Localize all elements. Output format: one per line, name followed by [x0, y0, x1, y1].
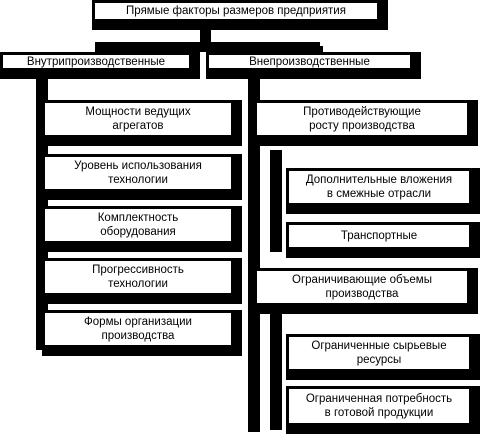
left-item-label: Комплектность оборудования [97, 212, 179, 238]
left-branch-node: Внутрипроизводственные [0, 52, 200, 79]
right-subitem-node: Дополнительные вложения в смежные отрасл… [286, 168, 480, 214]
right-subitem-label: Дополнительные вложения в смежные отрасл… [305, 174, 453, 200]
root-label: Прямые факторы размеров предприятия [126, 5, 346, 17]
connector-root-down [200, 26, 211, 46]
right-subitem-label: Транспортные [340, 230, 418, 242]
left-item-label: Формы организации производства [84, 316, 192, 342]
right-subitem-node: Ограниченная потребность в готовой проду… [286, 386, 480, 434]
left-item-label: Прогрессивность технологии [92, 264, 184, 290]
right-group-node: Ограничивающие объемы производства [254, 268, 478, 314]
connector-right-subspine-1 [270, 150, 282, 252]
right-group-label: Противодействующие росту производства [303, 106, 421, 132]
left-item-label: Мощности ведущих агрегатов [85, 106, 191, 132]
right-subitem-node: Ограниченные сырьевые ресурсы [286, 334, 480, 380]
root-node: Прямые факторы размеров предприятия [92, 0, 388, 30]
right-group-label: Ограничивающие объемы производства [292, 274, 432, 300]
connector-right-spine [248, 75, 260, 432]
left-item-node: Мощности ведущих агрегатов [42, 100, 242, 146]
right-subitem-node: Транспортные [286, 222, 480, 258]
left-item-node: Уровень использования технологии [42, 154, 242, 200]
right-branch-label: Внепроизводственные [249, 55, 370, 68]
connector-right-subspine-2 [270, 310, 282, 430]
left-item-node: Прогрессивность технологии [42, 258, 242, 304]
left-item-node: Комплектность оборудования [42, 206, 242, 252]
left-branch-label: Внутрипроизводственные [26, 55, 166, 68]
left-item-node: Формы организации производства [42, 310, 242, 356]
right-subitem-label: Ограниченные сырьевые ресурсы [311, 340, 447, 366]
right-group-node: Противодействующие росту производства [254, 100, 478, 146]
right-branch-node: Внепроизводственные [206, 52, 421, 79]
connector-horizontal [95, 42, 320, 52]
left-item-label: Уровень использования технологии [74, 160, 202, 186]
right-subitem-label: Ограниченная потребность в готовой проду… [305, 393, 453, 419]
